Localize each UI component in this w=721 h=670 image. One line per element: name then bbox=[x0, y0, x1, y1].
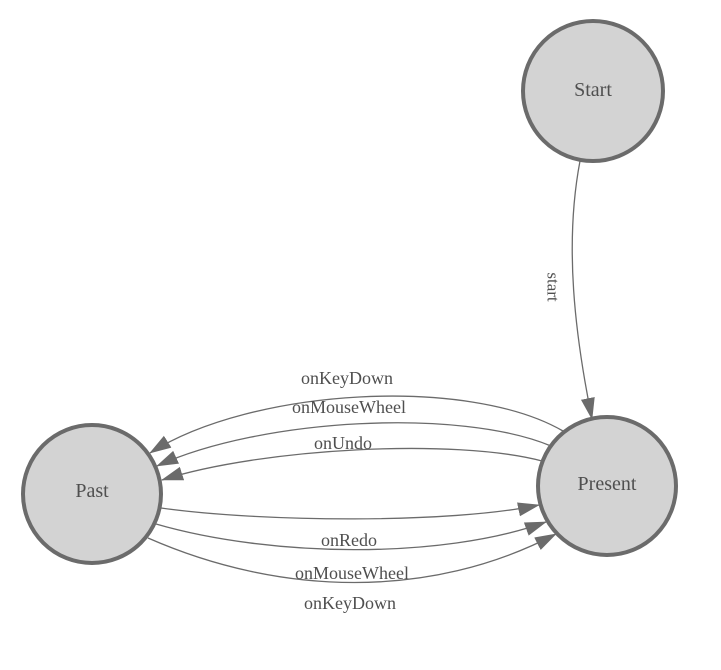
node-present-circle bbox=[536, 415, 678, 557]
edge-label-onmousewheel-bottom: onMouseWheel bbox=[295, 563, 409, 583]
node-present: Present bbox=[536, 415, 678, 557]
node-past: Past bbox=[21, 423, 163, 565]
node-past-label: Past bbox=[75, 480, 109, 502]
nodes: Start Past Present bbox=[21, 19, 678, 565]
edge-label-onmousewheel-top: onMouseWheel bbox=[292, 397, 406, 417]
edge-past-to-present-onmousewheel bbox=[155, 521, 547, 551]
edge-past-to-present-onkeydown bbox=[147, 533, 557, 584]
edge-labels: start onKeyDown onMouseWheel onUndo onRe… bbox=[292, 272, 562, 613]
edge-past-to-present-onredo bbox=[160, 502, 540, 520]
edges bbox=[147, 160, 595, 584]
node-present-label: Present bbox=[578, 473, 637, 495]
edge-present-to-past-onkeydown bbox=[149, 395, 564, 454]
edge-present-to-past-onundo bbox=[161, 447, 543, 481]
edge-label-start: start bbox=[544, 272, 563, 302]
node-start-circle bbox=[521, 19, 665, 163]
edge-label-onredo: onRedo bbox=[321, 530, 377, 550]
edge-start-to-present bbox=[571, 160, 595, 420]
node-past-circle bbox=[21, 423, 163, 565]
edge-present-to-past-onmousewheel bbox=[156, 422, 552, 467]
node-start: Start bbox=[521, 19, 665, 163]
node-start-label: Start bbox=[574, 79, 612, 101]
edge-label-onkeydown-top: onKeyDown bbox=[301, 368, 393, 388]
edge-label-onkeydown-bottom: onKeyDown bbox=[304, 593, 396, 613]
edge-label-onundo: onUndo bbox=[314, 433, 372, 453]
